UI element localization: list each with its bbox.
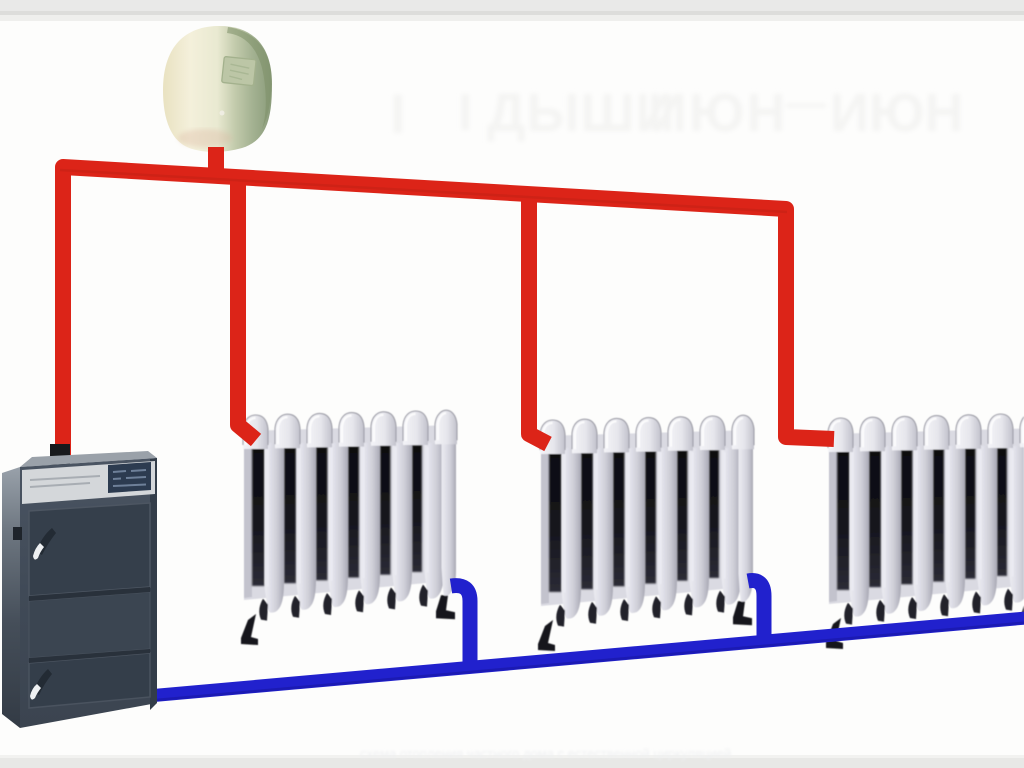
svg-text:I: I <box>390 82 406 145</box>
svg-text:ИЮН: ИЮН <box>830 83 964 143</box>
svg-text:ДЫШИ: ДЫШИ <box>487 83 675 143</box>
svg-text:схема отопления частного дома: схема отопления частного дома с естестве… <box>360 746 731 761</box>
svg-text:—: — <box>786 81 826 125</box>
svg-text:I: I <box>458 84 472 142</box>
svg-text:ИЮН: ИЮН <box>648 83 788 143</box>
